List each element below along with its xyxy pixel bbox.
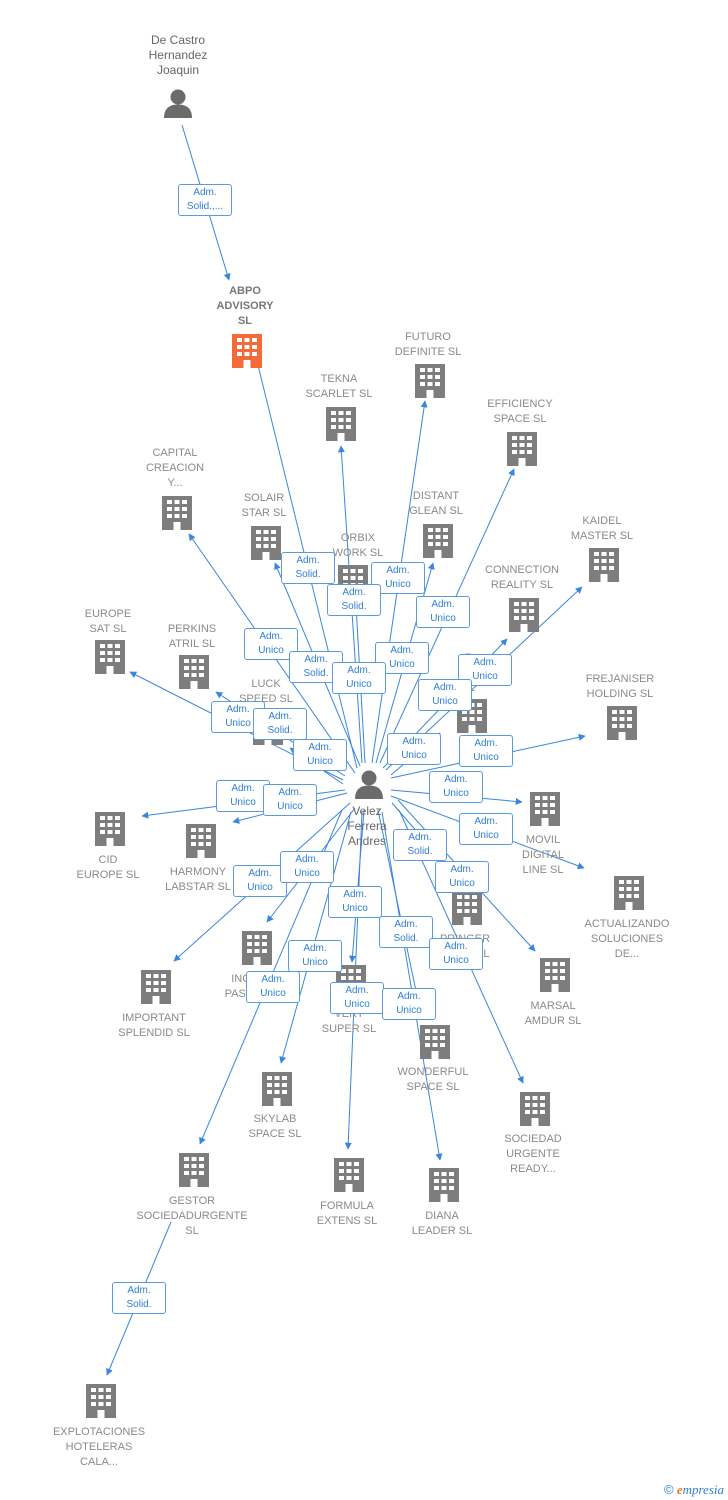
node-label-efficiency[interactable]: EFFICIENCY SPACE SL xyxy=(487,398,553,425)
building-icon-sociedad[interactable] xyxy=(520,1092,550,1126)
edge-role-label-ing[interactable]: Adm. Unico xyxy=(280,851,334,883)
node-label-kaidel[interactable]: KAIDEL MASTER SL xyxy=(570,515,634,542)
edge-role-label-marsal[interactable]: Adm. Unico xyxy=(435,861,489,893)
node-label-solair[interactable]: SOLAIR STAR SL xyxy=(241,492,287,519)
edge-role-label-skylab[interactable]: Adm. Unico xyxy=(288,940,342,972)
edge-role-label-harmony[interactable]: Adm. Unico xyxy=(263,784,317,816)
node-label-frejaniser[interactable]: FREJANISER HOLDING SL xyxy=(585,673,655,700)
building-icon-actualizando[interactable] xyxy=(614,876,644,910)
building-icon-ing[interactable] xyxy=(242,931,272,965)
node-label-sociedad[interactable]: SOCIEDAD URGENTE READY... xyxy=(504,1133,562,1175)
person-icon-center[interactable] xyxy=(355,770,383,800)
edge-role-label-sociedad[interactable]: Adm. Unico xyxy=(429,938,483,970)
building-icon-tekna[interactable] xyxy=(326,407,356,441)
node-label-center[interactable]: Velez Ferrera Andres xyxy=(347,804,387,848)
node-label-connection[interactable]: CONNECTION REALITY SL xyxy=(485,564,559,591)
edge-role-label-vert[interactable]: Adm. Unico xyxy=(328,886,382,918)
node-label-distant[interactable]: DISTANT GLEAN SL xyxy=(409,490,463,517)
node-label-important[interactable]: IMPORTANT SPLENDID SL xyxy=(118,1012,190,1039)
node-label-movil[interactable]: MOVIL DIGITAL LINE SL xyxy=(522,834,564,876)
node-label-perkins[interactable]: PERKINS ATRIL SL xyxy=(167,623,217,650)
building-icon-frejaniser[interactable] xyxy=(607,706,637,740)
node-label-capital[interactable]: CAPITAL CREACION Y... xyxy=(145,447,205,489)
building-icon-connection[interactable] xyxy=(509,598,539,632)
edge-role-label-explotaciones[interactable]: Adm. Solid. xyxy=(112,1282,166,1314)
edge-role-label-diana[interactable]: Adm. Unico xyxy=(382,988,436,1020)
building-icon-perkins[interactable] xyxy=(179,655,209,689)
edge-role-label-tekna[interactable]: Adm. Solid. xyxy=(327,584,381,616)
brand-name: mpresia xyxy=(682,1482,724,1497)
edge-role-label-fr[interactable]: Adm. Unico xyxy=(387,733,441,765)
node-label-europe[interactable]: EUROPE SAT SL xyxy=(84,608,132,635)
edge-role-label-orbix[interactable]: Adm. Unico xyxy=(332,662,386,694)
building-icon-efficiency[interactable] xyxy=(507,432,537,466)
edge-role-label-frejaniser[interactable]: Adm. Unico xyxy=(459,735,513,767)
node-label-tekna[interactable]: TEKNA SCARLET SL xyxy=(305,373,373,400)
edge-role-label-cid[interactable]: Adm. Unico xyxy=(216,780,270,812)
building-icon-pringer[interactable] xyxy=(452,891,482,925)
edge-center-diana xyxy=(381,811,443,1161)
building-icon-abpo[interactable] xyxy=(232,334,262,368)
building-icon-movil[interactable] xyxy=(530,792,560,826)
edge-center-wonderful xyxy=(377,809,423,1011)
node-label-formula[interactable]: FORMULA EXTENS SL xyxy=(316,1200,378,1227)
edge-role-label-abpo[interactable]: Adm. Solid. xyxy=(281,552,335,584)
edge-role-label-pringer[interactable]: Adm. Solid. xyxy=(393,829,447,861)
brand-initial: e xyxy=(676,1482,683,1497)
edge-role-label-wonderful[interactable]: Adm. Solid. xyxy=(379,916,433,948)
node-label-cid[interactable]: CID EUROPE SL xyxy=(76,854,140,881)
building-icon-futuro[interactable] xyxy=(415,364,445,398)
building-icon-kaidel[interactable] xyxy=(589,548,619,582)
edge-role-label-actualizando[interactable]: Adm. Unico xyxy=(459,813,513,845)
building-icon-diana[interactable] xyxy=(429,1168,459,1202)
building-icon-cid[interactable] xyxy=(95,812,125,846)
building-icon-wonderful[interactable] xyxy=(420,1025,450,1059)
building-icon-capital[interactable] xyxy=(162,496,192,530)
building-icon-gestor[interactable] xyxy=(179,1153,209,1187)
edge-role-label-efficiency[interactable]: Adm. Unico xyxy=(416,596,470,628)
building-icon-europe[interactable] xyxy=(95,640,125,674)
building-icon-formula[interactable] xyxy=(334,1158,364,1192)
edge-role-label-connection[interactable]: Adm. Unico xyxy=(418,679,472,711)
node-label-gestor[interactable]: GESTOR SOCIEDADURGENTE SL xyxy=(136,1195,248,1237)
building-icon-harmony[interactable] xyxy=(186,824,216,858)
edge-role-label-perkins[interactable]: Adm. Solid. xyxy=(253,708,307,740)
node-label-orbix[interactable]: ORBIX WORK SL xyxy=(332,532,384,559)
edge-role-label-distant[interactable]: Adm. Unico xyxy=(375,642,429,674)
edge-role-label-movil[interactable]: Adm. Unico xyxy=(429,771,483,803)
building-icon-skylab[interactable] xyxy=(262,1072,292,1106)
node-label-skylab[interactable]: SKYLAB SPACE SL xyxy=(248,1113,302,1140)
node-label-futuro[interactable]: FUTURO DEFINITE SL xyxy=(394,331,462,358)
node-label-explotaciones[interactable]: EXPLOTACIONES HOTELERAS CALA... xyxy=(52,1426,146,1468)
edge-role-label-important[interactable]: Adm. Unico xyxy=(233,865,287,897)
node-label-diana[interactable]: DIANA LEADER SL xyxy=(411,1210,473,1237)
edge-role-label-luck[interactable]: Adm. Unico xyxy=(293,739,347,771)
node-label-marsal[interactable]: MARSAL AMDUR SL xyxy=(524,1000,582,1027)
node-label-wonderful[interactable]: WONDERFUL SPACE SL xyxy=(397,1066,469,1093)
node-label-luck[interactable]: LUCK SPEED SL xyxy=(239,678,293,705)
edge-center-skylab xyxy=(279,811,352,1064)
edge-role-label-formula[interactable]: Adm. Unico xyxy=(330,982,384,1014)
edge-role-label-gestor[interactable]: Adm. Unico xyxy=(246,971,300,1003)
building-icon-distant[interactable] xyxy=(423,524,453,558)
building-icon-important[interactable] xyxy=(141,970,171,1004)
footer-brand: © empresia xyxy=(664,1482,724,1498)
node-label-abpo[interactable]: ABPO ADVISORY SL xyxy=(216,285,274,327)
building-icon-solair[interactable] xyxy=(251,526,281,560)
building-icon-explotaciones[interactable] xyxy=(86,1384,116,1418)
node-label-actualizando[interactable]: ACTUALIZANDO SOLUCIONES DE... xyxy=(584,918,670,960)
copyright-icon: © xyxy=(663,1482,674,1497)
node-label-harmony[interactable]: HARMONY LABSTAR SL xyxy=(165,866,231,893)
node-label-decastro[interactable]: De Castro Hernandez Joaquin xyxy=(148,33,208,77)
edge-role-label-abpo[interactable]: Adm. Solid.,... xyxy=(178,184,232,216)
building-icon-marsal[interactable] xyxy=(540,958,570,992)
person-icon-decastro[interactable] xyxy=(164,89,192,119)
